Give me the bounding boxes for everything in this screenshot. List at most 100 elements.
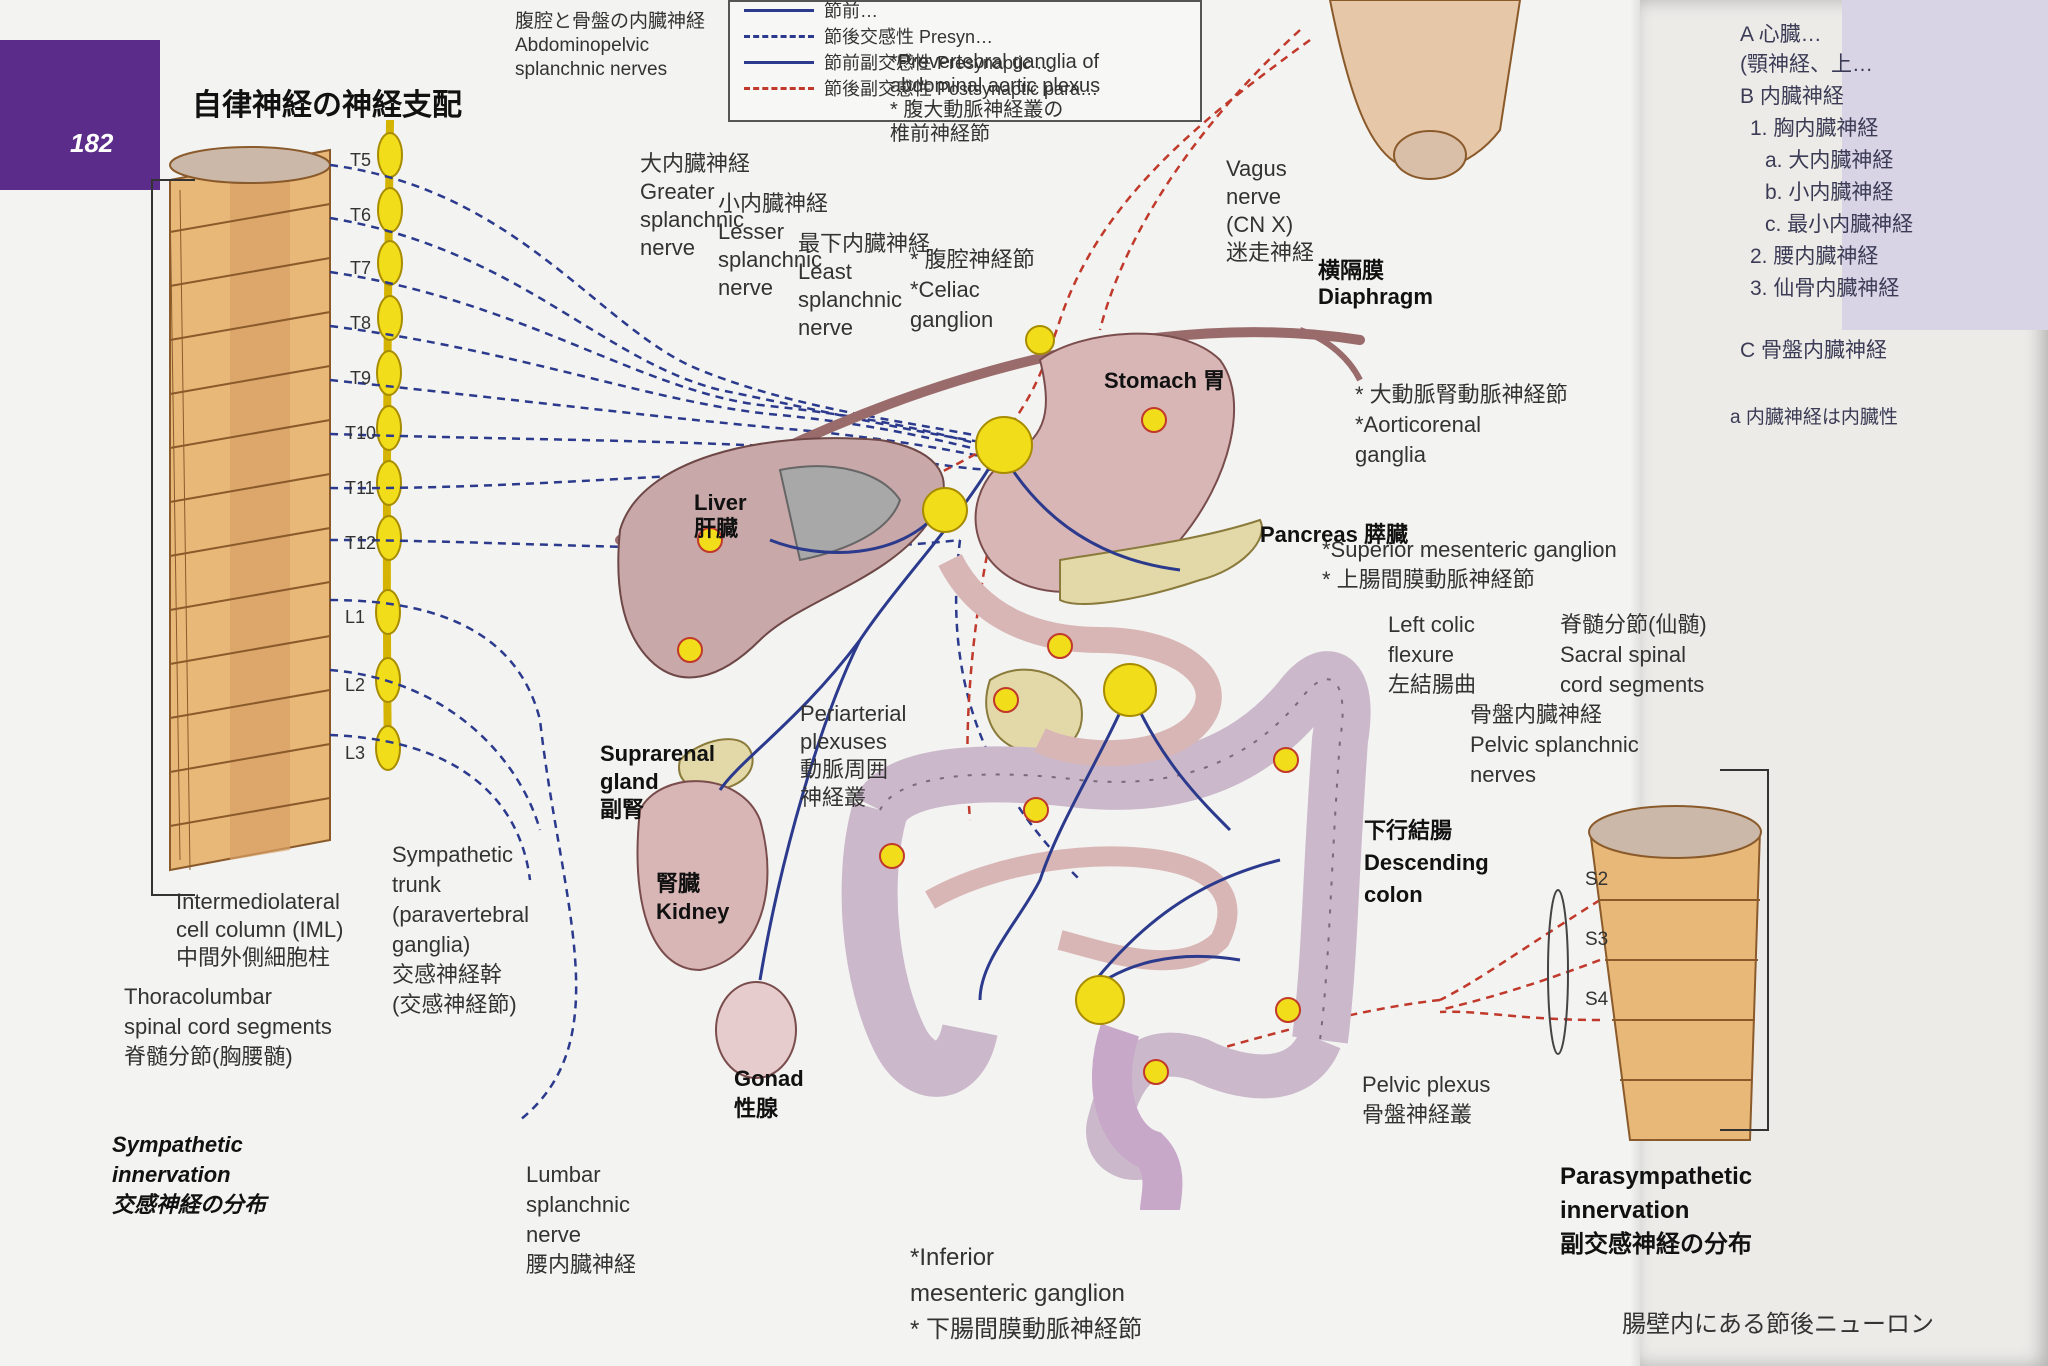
superior-mesenteric-label: *Superior mesenteric ganglion * 上腸間膜動脈神経…: [1322, 535, 1617, 595]
right-page-line: 1. 胸内臓神経: [1750, 117, 1879, 140]
label-line: *Celiac: [910, 277, 980, 302]
label-line: 副腎: [600, 797, 645, 822]
label-line: Sympathetic: [392, 842, 514, 867]
segment-label: T12: [345, 533, 377, 553]
sympathetic-trunk-label: Sympathetic trunk (paravertebral ganglia…: [392, 840, 529, 1020]
sympathetic-trunk: [375, 119, 403, 771]
label-line: Liver: [694, 490, 747, 515]
brainstem-illustration: [1328, 0, 1522, 180]
label-line: Sacral spinal: [1560, 642, 1686, 667]
liver-label: Liver 肝臓: [694, 490, 747, 542]
iml-label: Intermediolateral cell column (IML) 中間外側…: [176, 888, 343, 972]
label-line: Pelvic plexus: [1362, 1072, 1491, 1097]
label-line: splanchnic: [718, 247, 822, 272]
prevertebral-ganglia: [922, 325, 1157, 1025]
right-page-sidebar: [1842, 0, 2048, 330]
label-line: Sympathetic: [112, 1132, 243, 1157]
sympathetic-innervation-label: Sympathetic innervation 交感神経の分布: [112, 1130, 266, 1220]
vagus-nerve-label: Vagus nerve (CN X) 迷走神経: [1226, 155, 1314, 267]
label-line: flexure: [1388, 642, 1455, 667]
label-line: 椎前神経節: [890, 123, 990, 145]
segment-label: L3: [345, 743, 366, 763]
label-line: Abdominopelvic: [515, 35, 650, 56]
label-line: cord segments: [1560, 672, 1705, 697]
diaphragm-edge: [1299, 327, 1363, 382]
abdominopelvic-label: 腹腔と骨盤の内臓神経 Abdominopelvic splanchnic ner…: [515, 10, 705, 82]
label-line: 腎臓: [656, 871, 701, 896]
label-line: 腰内臓神経: [526, 1252, 637, 1277]
legend-row: 節前副交感性 Presynaptic …: [744, 50, 1054, 74]
sacral-bracket: [1720, 769, 1769, 1131]
label-line: 中間外側細胞柱: [176, 945, 331, 970]
label-line: spinal cord segments: [124, 1014, 332, 1039]
label-line: Gonad: [734, 1066, 804, 1091]
label-line: 副交感神経の分布: [1560, 1231, 1752, 1258]
segment-label: T9: [350, 368, 372, 388]
label-line: 最下内臓神経: [798, 231, 931, 256]
label-line: *Prevertebral ganglia of: [890, 51, 1100, 73]
right-page-line: a. 大内臓神経: [1765, 149, 1894, 172]
stomach-label: Stomach 胃: [1104, 368, 1225, 394]
bottom-note: 腸壁内にある節後ニューロン: [1622, 1311, 1934, 1338]
pelvic-splanchnic-ring: [1547, 889, 1569, 1055]
legend-row: 節後副交感性 Postsynaptic para…: [744, 76, 1098, 100]
label-line: Pelvic splanchnic: [1470, 732, 1639, 757]
label-line: 動脈周囲: [800, 757, 889, 782]
label-line: (CN X): [1226, 212, 1294, 237]
thoracolumbar-spinal-cord: [169, 146, 331, 872]
legend-row: 節前…: [744, 0, 878, 22]
right-page-line: A 心臓…: [1740, 23, 1822, 46]
label-line: nerve: [798, 315, 854, 340]
label-line: 左結腸曲: [1388, 672, 1477, 697]
right-page-line: a 内臓神経は内臓性: [1730, 407, 1898, 428]
small-intestine: [925, 846, 1238, 971]
label-line: 脊髄分節(胸腰髄): [124, 1044, 293, 1069]
label-line: Lumbar: [526, 1162, 601, 1187]
label-line: *Inferior: [910, 1244, 995, 1271]
label-line: ganglia): [392, 932, 471, 957]
label-line: 神経叢: [800, 785, 867, 810]
label-line: nerve: [1226, 184, 1282, 209]
thoracolumbar-label: Thoracolumbar spinal cord segments 脊髄分節(…: [124, 982, 332, 1072]
right-page-line: C 骨盤内臓神経: [1740, 339, 1887, 362]
page-number: 182: [70, 128, 114, 158]
large-intestine: [841, 651, 1371, 1180]
label-line: Parasympathetic: [1560, 1163, 1753, 1190]
left-colic-flexure-label: Left colic flexure 左結腸曲: [1388, 610, 1476, 700]
legend-row: 節後交感性 Presyn…: [744, 24, 993, 48]
label-line: mesenteric ganglion: [910, 1280, 1125, 1307]
label-line: nerve: [526, 1222, 582, 1247]
label-line: 大内臓神経: [640, 151, 751, 176]
thoracolumbar-bracket: [151, 179, 195, 896]
segment-label: T11: [345, 478, 375, 498]
celiac-ganglion-label: * 腹腔神経節 *Celiac ganglion: [910, 245, 1035, 335]
label-line: 下行結腸: [1364, 818, 1453, 843]
label-line: * 上腸間膜動脈神経節: [1322, 567, 1535, 592]
duodenum: [938, 553, 1222, 767]
segment-label: T7: [350, 258, 372, 278]
sacral-spinal-cord: [1588, 805, 1762, 1141]
kidney-label: 腎臓 Kidney: [656, 870, 729, 926]
inferior-mesenteric-label: *Inferior mesenteric ganglion * 下腸間膜動脈神経…: [910, 1240, 1142, 1348]
right-page-line: 2. 腰内臓神経: [1750, 245, 1879, 268]
label-line: (交感神経節): [392, 992, 517, 1017]
label-line: plexuses: [800, 729, 887, 754]
label-line: colon: [1364, 882, 1423, 907]
segment-label: T6: [350, 205, 372, 225]
label-line: innervation: [112, 1162, 231, 1187]
label-line: splanchnic: [798, 287, 902, 312]
intramural-ganglia: [677, 407, 1301, 1085]
label-line: innervation: [1560, 1197, 1690, 1224]
rectum: [1092, 1023, 1183, 1212]
label-line: * 腹大動脈神経叢の: [890, 99, 1064, 121]
label-line: *Superior mesenteric ganglion: [1322, 537, 1617, 562]
label-line: Vagus: [1226, 156, 1287, 181]
prevertebral-label: *Prevertebral ganglia of abdominal aorti…: [890, 50, 1100, 146]
segment-label: T8: [350, 313, 372, 333]
label-line: * 下腸間膜動脈神経節: [910, 1316, 1143, 1343]
legend-text: 節前副交感性 Presynaptic …: [824, 53, 1055, 73]
diaphragm-label: 横隔膜 Diaphragm: [1318, 258, 1433, 310]
label-line: * 腹腔神経節: [910, 247, 1035, 272]
pancreas-label: Pancreas 膵臓: [1260, 522, 1408, 547]
